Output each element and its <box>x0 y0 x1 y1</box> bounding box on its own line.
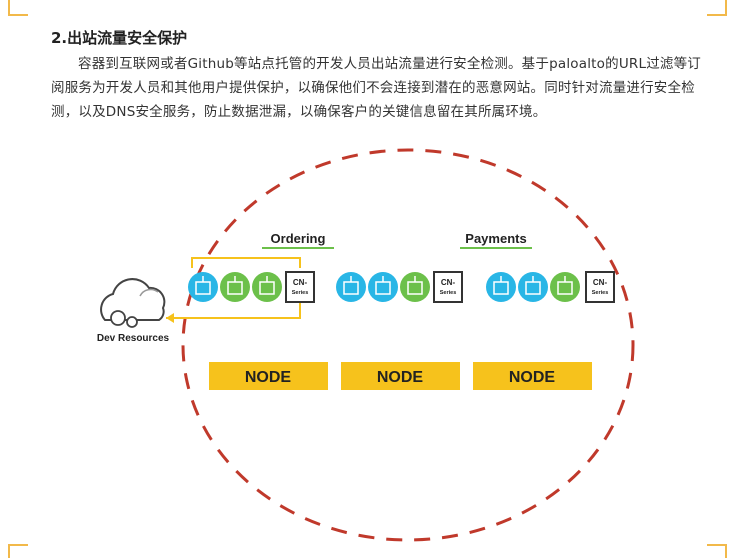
cn-series-line2: Series <box>592 290 609 296</box>
cn-series-line1: CN- <box>293 278 308 287</box>
container-pod-icon <box>368 272 398 302</box>
pod-group-middle: CN- Series <box>336 271 463 303</box>
container-pod-icon <box>400 272 430 302</box>
cn-series-line2: Series <box>440 290 457 296</box>
node-label: NODE <box>245 369 292 386</box>
cn-series-firewall-icon: CN- Series <box>285 271 315 303</box>
container-pod-icon <box>336 272 366 302</box>
node-box: NODE <box>341 362 460 390</box>
cn-series-line2: Series <box>292 290 309 296</box>
section-heading: 2.出站流量安全保护 <box>51 29 188 47</box>
frame-corner-bottom-left <box>8 544 28 558</box>
container-pod-icon <box>188 272 218 302</box>
node-box: NODE <box>209 362 328 390</box>
pod-group-payments: CN- Series <box>486 271 615 303</box>
cn-series-firewall-icon: CN- Series <box>433 271 463 303</box>
cluster-boundary <box>181 148 635 542</box>
container-pod-icon <box>550 272 580 302</box>
container-pod-icon <box>252 272 282 302</box>
container-pod-icon <box>486 272 516 302</box>
node-label: NODE <box>377 369 424 386</box>
frame-corner-top-left <box>8 0 28 16</box>
dev-resources-cloud-icon <box>100 278 166 328</box>
dev-resources-label: Dev Resources <box>97 333 170 344</box>
container-pod-icon <box>518 272 548 302</box>
cn-series-line1: CN- <box>441 278 456 287</box>
container-pod-icon <box>220 272 250 302</box>
frame-corner-bottom-right <box>707 544 727 558</box>
cn-series-firewall-icon: CN- Series <box>585 271 615 303</box>
frame-corner-top-right <box>707 0 727 16</box>
section-paragraph: 容器到互联网或者Github等站点托管的开发人员出站流量进行安全检测。基于pal… <box>51 56 701 120</box>
node-label: NODE <box>509 369 556 386</box>
cn-series-line1: CN- <box>593 278 608 287</box>
node-box: NODE <box>473 362 592 390</box>
group-label-ordering: Ordering <box>271 231 326 246</box>
group-label-payments: Payments <box>465 231 526 246</box>
pod-group-ordering: CN- Series <box>188 271 315 303</box>
traffic-arrow <box>166 257 301 323</box>
